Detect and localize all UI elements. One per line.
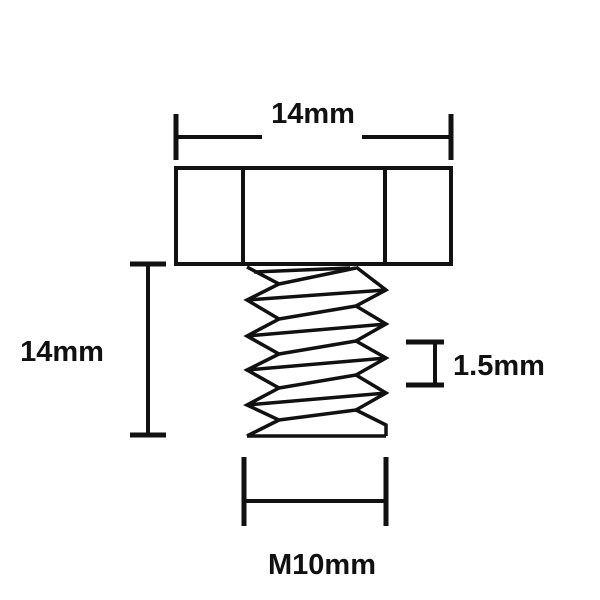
thread-crest-9 [246,391,387,407]
thread-pitch-dimension: 1.5mm [406,339,545,388]
thread-crest-8 [278,373,357,390]
thread-crest-10 [278,408,357,422]
shank-length-dimension: 14mm [20,261,166,438]
bolt-head-outline [174,166,453,266]
thread-crest-6 [278,339,357,356]
head-width-dimension: 14mm [173,98,454,160]
threaded-shank [243,265,390,438]
thread-crest-5 [246,322,387,338]
thread-crest-4 [278,304,357,321]
head-width-label: 14mm [271,98,355,130]
thread-crest-7 [246,356,387,372]
thread-size-dimension: M10mm [241,457,389,581]
thread-size-label: M10mm [268,549,376,581]
thread-profile-left [243,265,284,438]
thread-crest-3 [246,288,387,302]
thread-crest-1 [253,266,351,274]
thread-crest-2 [278,266,357,286]
thread-pitch-label: 1.5mm [453,350,545,382]
bolt-head [174,166,453,266]
shank-length-label: 14mm [20,336,104,368]
